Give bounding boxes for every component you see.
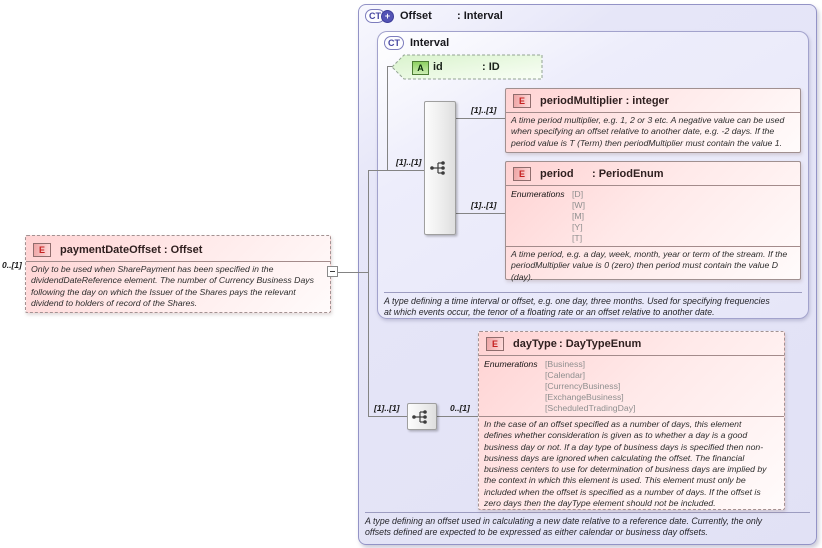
cardinality-interval-sequence: [1]..[1] — [396, 157, 422, 167]
element-periodmultiplier-annotation: A time period multiplier, e.g. 1, 2 or 3… — [511, 115, 785, 148]
divider — [506, 185, 800, 186]
element-paymentdateoffset-header: E paymentDateOffset : Offset — [26, 236, 330, 261]
element-period-header: E period: PeriodEnum — [506, 162, 800, 185]
sequence-connector-interval[interactable] — [424, 101, 456, 235]
connector-line — [387, 66, 393, 67]
enumeration-value: [W] — [572, 200, 586, 210]
enumerations-section: Enumerations [Business] [Calendar] [Curr… — [479, 356, 784, 416]
element-icon: E — [486, 337, 504, 351]
enumeration-value: [Calendar] — [545, 370, 586, 380]
complextype-offset-title: Offset: Interval — [400, 10, 503, 22]
attribute-id[interactable]: A id : ID — [391, 53, 545, 81]
cardinality-extension-sequence: [1]..[1] — [374, 403, 400, 413]
element-icon: E — [513, 167, 531, 181]
element-period-title: period: PeriodEnum — [540, 168, 664, 180]
complextype-interval-header: CT Interval — [378, 32, 808, 50]
element-periodmultiplier-title: periodMultiplier : integer — [540, 95, 669, 107]
enumeration-value: [Y] — [572, 222, 583, 232]
element-icon: E — [513, 94, 531, 108]
connector-line — [456, 118, 505, 119]
element-periodmultiplier-header: E periodMultiplier : integer — [506, 89, 800, 112]
annotation-interval: A type defining a time interval or offse… — [384, 292, 802, 319]
enumerations-section: Enumerations [D] [W] [M] [Y] [T] — [506, 186, 800, 246]
attribute-id-name: id — [433, 61, 443, 73]
divider — [506, 246, 800, 247]
element-icon: E — [33, 243, 51, 257]
connector-line — [368, 170, 424, 171]
enumeration-value: [T] — [572, 233, 583, 243]
divider — [26, 261, 330, 262]
element-period[interactable]: E period: PeriodEnum Enumerations [D] [W… — [505, 161, 801, 282]
enumeration-value: [ExchangeBusiness] — [545, 392, 624, 402]
connector-line — [387, 66, 388, 170]
enumeration-value: [Business] — [545, 359, 586, 369]
connector-line — [338, 272, 368, 273]
divider — [479, 355, 784, 356]
complextype-icon: CT — [384, 36, 404, 50]
element-periodmultiplier[interactable]: E periodMultiplier : integer A time peri… — [505, 88, 801, 153]
cardinality-daytype: 0..[1] — [450, 403, 470, 413]
enumeration-value: [D] — [572, 189, 584, 199]
cardinality-period: [1]..[1] — [471, 200, 497, 210]
complextype-interval-title: Interval — [410, 37, 450, 49]
cardinality-paymentdateoffset: 0..[1] — [2, 260, 22, 270]
sequence-icon — [430, 161, 445, 175]
enumerations-label: Enumerations — [484, 359, 538, 369]
enumeration-value: [M] — [572, 211, 585, 221]
plus-icon: + — [381, 9, 394, 23]
divider — [506, 112, 800, 113]
collapse-toggle[interactable] — [327, 266, 338, 277]
complextype-offset-header: CT+ Offset: Interval — [359, 5, 816, 23]
connector-line — [437, 416, 478, 417]
sequence-icon — [412, 409, 427, 424]
connector-line — [368, 416, 407, 417]
element-daytype-title: dayType: DayTypeEnum — [513, 338, 642, 350]
element-daytype-annotation: In the case of an offset specified as a … — [484, 419, 767, 509]
minus-icon — [330, 271, 335, 272]
connector-line — [368, 170, 369, 417]
element-daytype-header: E dayType: DayTypeEnum — [479, 332, 784, 355]
attribute-icon: A — [412, 61, 429, 75]
enumeration-value: [ScheduledTradingDay] — [545, 403, 636, 413]
attribute-shape — [391, 54, 543, 80]
element-period-annotation: A time period, e.g. a day, week, month, … — [511, 249, 788, 282]
divider — [479, 416, 784, 417]
element-daytype[interactable]: E dayType: DayTypeEnum Enumerations [Bus… — [478, 331, 785, 510]
sequence-connector-extension[interactable] — [407, 403, 437, 430]
attribute-id-type: : ID — [482, 61, 500, 73]
enumeration-value: [CurrencyBusiness] — [545, 381, 621, 391]
element-paymentdateoffset-title: paymentDateOffset : Offset — [60, 244, 203, 256]
connector-line — [456, 213, 505, 214]
enumerations-label: Enumerations — [511, 189, 565, 199]
cardinality-periodmultiplier: [1]..[1] — [471, 105, 497, 115]
element-paymentdateoffset[interactable]: E paymentDateOffset : Offset Only to be … — [25, 235, 331, 313]
annotation-offset: A type defining an offset used in calcul… — [365, 512, 810, 539]
element-paymentdateoffset-annotation: Only to be used when SharePayment has be… — [31, 264, 314, 308]
